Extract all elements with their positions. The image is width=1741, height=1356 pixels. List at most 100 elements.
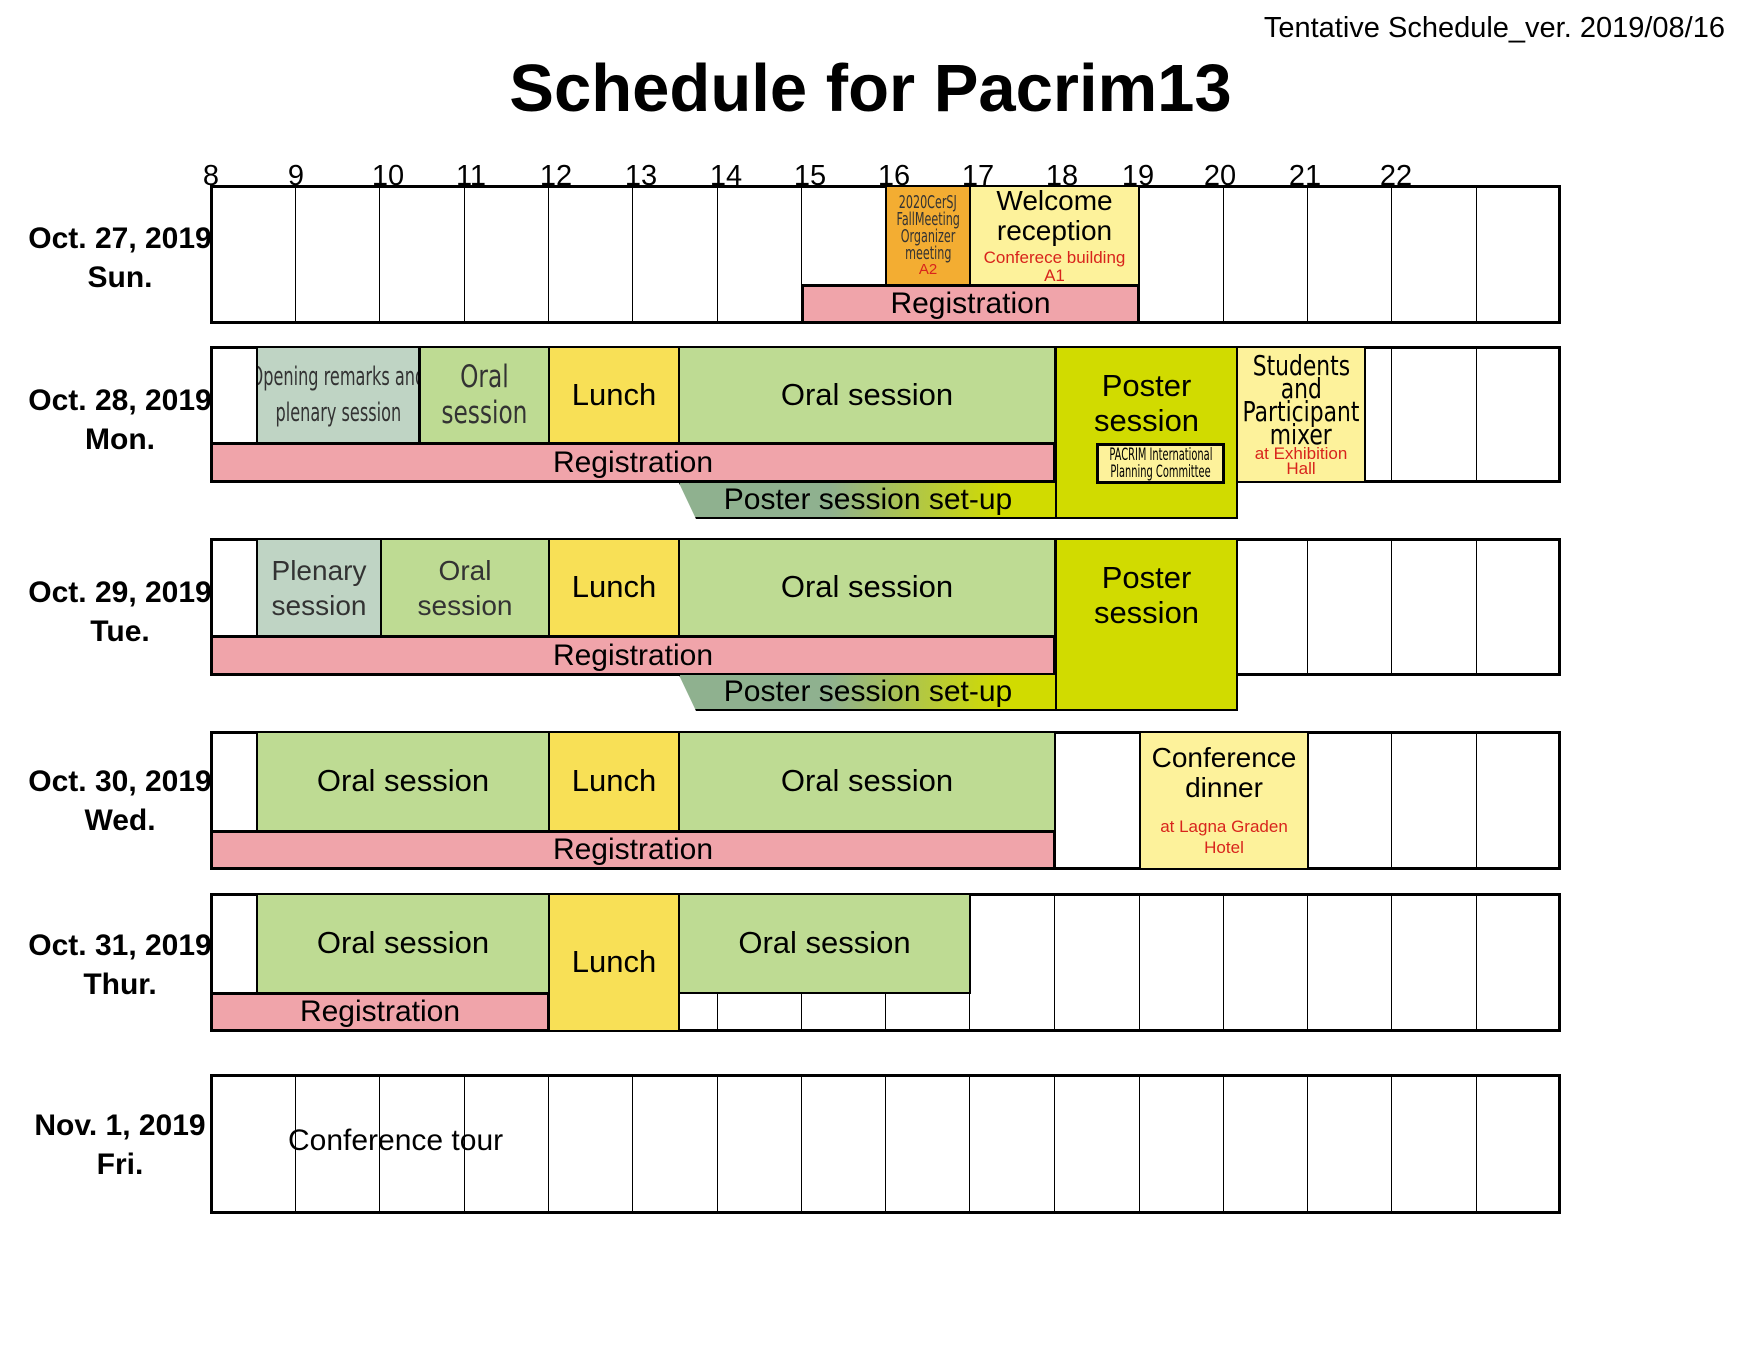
- hour-gridline: [632, 1074, 633, 1214]
- hour-gridline: [1391, 538, 1392, 676]
- hour-gridline: [1476, 731, 1477, 870]
- welcome-reception-line-2: reception: [996, 214, 1113, 246]
- organizer-meeting-line-2: FallMeeting: [896, 209, 960, 230]
- dinner-location-line-1: at Lagna Graden: [1160, 816, 1288, 836]
- poster-setup-block-oct28: Poster session set-up: [678, 481, 1058, 519]
- opening-plenary-block: Opening remarks and plenary session: [256, 346, 420, 444]
- day-date: Oct. 30, 2019: [28, 765, 212, 798]
- hour-gridline: [1223, 185, 1224, 324]
- mixer-line-1: Students: [1252, 348, 1350, 382]
- oral-session-block-oct28-afternoon: Oral session: [678, 346, 1056, 444]
- hour-gridline: [379, 185, 380, 324]
- hour-gridline: [801, 1074, 802, 1214]
- hour-gridline: [464, 1074, 465, 1214]
- organizer-meeting-room: A2: [918, 261, 938, 278]
- hour-gridline: [1391, 893, 1392, 1032]
- opening-plenary-line-1: Opening remarks and: [256, 362, 420, 392]
- hour-gridline: [885, 1074, 886, 1214]
- welcome-reception-block: Welcome reception Conferece building A1: [969, 185, 1140, 286]
- day-label-oct30: Oct. 30, 2019 Wed.: [0, 762, 240, 840]
- hour-gridline: [1139, 1074, 1140, 1214]
- mixer-location-line-1: at Exhibition: [1254, 443, 1348, 463]
- poster-session-block-oct29: Poster session: [1055, 538, 1238, 711]
- hour-gridline: [295, 185, 296, 324]
- day-label-oct29: Oct. 29, 2019 Tue.: [0, 573, 240, 651]
- opening-plenary-line-2: plenary session: [275, 398, 401, 428]
- mixer-line-3: Participant: [1242, 394, 1360, 428]
- organizer-meeting-line-4: meeting: [904, 243, 952, 264]
- day-weekday: Tue.: [90, 615, 150, 648]
- oral-label: Oral: [460, 359, 509, 395]
- planning-committee-line-2: Planning Committee: [1110, 461, 1211, 482]
- hour-gridline: [1476, 346, 1477, 483]
- organizer-meeting-block: 2020CerSJ FallMeeting Organizer meeting …: [885, 185, 971, 286]
- hour-gridline: [1223, 1074, 1224, 1214]
- hour-gridline: [969, 1074, 970, 1214]
- organizer-meeting-line-3: Organizer: [900, 226, 956, 247]
- registration-block-oct28: Registration: [210, 442, 1056, 483]
- poster-setup-block-oct29: Poster session set-up: [678, 673, 1058, 711]
- hour-gridline: [1476, 1074, 1477, 1214]
- hour-gridline: [1307, 185, 1308, 324]
- day-weekday: Mon.: [85, 423, 155, 456]
- day-weekday: Fri.: [96, 1148, 144, 1181]
- hour-gridline: [1054, 1074, 1055, 1214]
- day-date: Oct. 31, 2019: [28, 929, 212, 962]
- registration-block-oct27: Registration: [801, 284, 1140, 324]
- day-label-oct28: Oct. 28, 2019 Mon.: [0, 381, 240, 459]
- hour-gridline: [801, 185, 802, 324]
- hour-gridline: [548, 1074, 549, 1214]
- day-date: Nov. 1, 2019: [34, 1109, 206, 1142]
- students-mixer-block: Students and Participant mixer at Exhibi…: [1236, 346, 1366, 483]
- hour-gridline: [632, 185, 633, 324]
- mixer-line-2: and: [1280, 371, 1322, 405]
- day-date: Oct. 28, 2019: [28, 384, 212, 417]
- plenary-label: Plenary: [271, 554, 367, 586]
- hour-gridline: [1391, 1074, 1392, 1214]
- day-weekday: Thur.: [83, 968, 157, 1001]
- hour-gridline: [1476, 538, 1477, 676]
- oral-session-block-oct31-afternoon: Oral session: [678, 893, 971, 994]
- welcome-reception-room: A1: [1044, 265, 1065, 285]
- welcome-reception-line-1: Welcome: [996, 185, 1113, 217]
- mixer-location-line-2: Hall: [1286, 458, 1316, 478]
- hour-gridline: [295, 1074, 296, 1214]
- hour-label-8: 8: [202, 160, 220, 192]
- day-label-oct31: Oct. 31, 2019 Thur.: [0, 926, 240, 1004]
- conference-tour-label: Conference tour: [288, 1124, 504, 1157]
- hour-gridline: [1391, 185, 1392, 324]
- session-label: session: [441, 395, 528, 431]
- day-label-oct27: Oct. 27, 2019 Sun.: [0, 219, 240, 297]
- day-date: Oct. 27, 2019: [28, 222, 212, 255]
- schedule-version: Tentative Schedule_ver. 2019/08/16: [1263, 12, 1725, 44]
- mixer-line-4: mixer: [1269, 417, 1333, 451]
- hour-gridline: [717, 185, 718, 324]
- session-label: session: [1093, 595, 1200, 630]
- hour-gridline: [717, 1074, 718, 1214]
- day-date: Oct. 29, 2019: [28, 576, 212, 609]
- hour-gridline: [1139, 893, 1140, 1032]
- registration-block-oct29: Registration: [210, 635, 1056, 676]
- session-label: session: [271, 589, 367, 621]
- page-title: Schedule for Pacrim13: [509, 51, 1232, 126]
- day-label-nov1: Nov. 1, 2019 Fri.: [0, 1106, 240, 1184]
- registration-block-oct30: Registration: [210, 830, 1056, 870]
- hour-gridline: [1307, 1074, 1308, 1214]
- hour-gridline: [1223, 893, 1224, 1032]
- dinner-line-1: Conference: [1151, 742, 1297, 774]
- lunch-block-oct31: Lunch: [548, 893, 680, 1032]
- hour-gridline: [1307, 893, 1308, 1032]
- oral-session-block-oct29-morning: Oral session: [380, 538, 550, 637]
- hour-gridline: [1054, 893, 1055, 1032]
- hour-gridline: [464, 185, 465, 324]
- hour-gridline: [1391, 731, 1392, 870]
- conference-dinner-block: Conference dinner at Lagna Graden Hotel: [1139, 731, 1309, 870]
- hour-gridline: [548, 185, 549, 324]
- hour-gridline: [1391, 346, 1392, 483]
- planning-committee-block: PACRIM International Planning Committee: [1096, 443, 1225, 484]
- hour-label-9: 9: [287, 160, 305, 192]
- day-weekday: Sun.: [87, 261, 153, 294]
- oral-label: Oral: [438, 554, 492, 586]
- hour-gridline: [1476, 893, 1477, 1032]
- day-weekday: Wed.: [84, 804, 156, 837]
